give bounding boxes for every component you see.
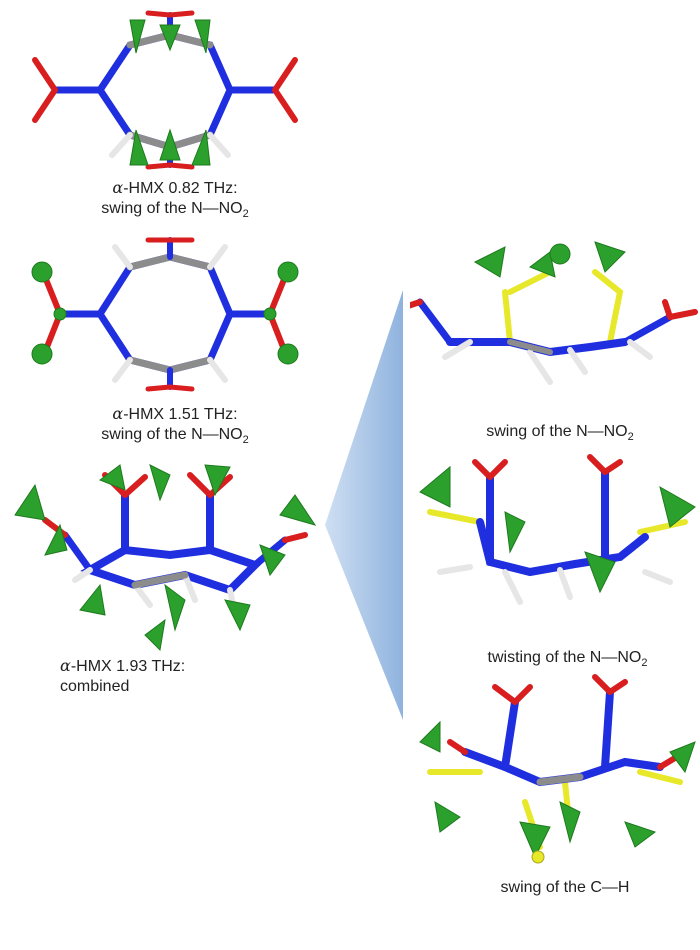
molecule-panel-1-93thz [5,455,325,655]
expansion-wedge [325,290,403,720]
molecule-right-2 [419,454,696,605]
caption-right-swing-n-no2: swing of the N—NO2 [486,423,634,444]
molecule-right-1 [410,241,698,385]
molecule-panel-right-swing-n-no2 [410,232,700,412]
molecule-1-51thz [31,237,299,392]
caption-right-swing-c-h: swing of the C—H [500,879,630,896]
molecule-panel-right-twisting [410,452,700,642]
molecule-panel-right-swing-c-h [410,672,700,872]
molecule-panel-0-82thz [20,5,320,175]
molecule-panel-1-51thz [20,232,320,397]
caption-1-93thz: α-HMX 1.93 THz: combined [60,656,186,695]
molecule-1-93thz [14,464,317,652]
caption-1-51thz: α-HMX 1.51 THz: swing of the N—NO2 [101,404,249,447]
molecule-0-82thz [32,10,298,170]
caption-0-82thz: α-HMX 0.82 THz: swing of the N—NO2 [101,178,249,221]
caption-right-twisting: twisting of the N—NO2 [487,649,648,670]
molecule-right-3 [419,674,696,864]
